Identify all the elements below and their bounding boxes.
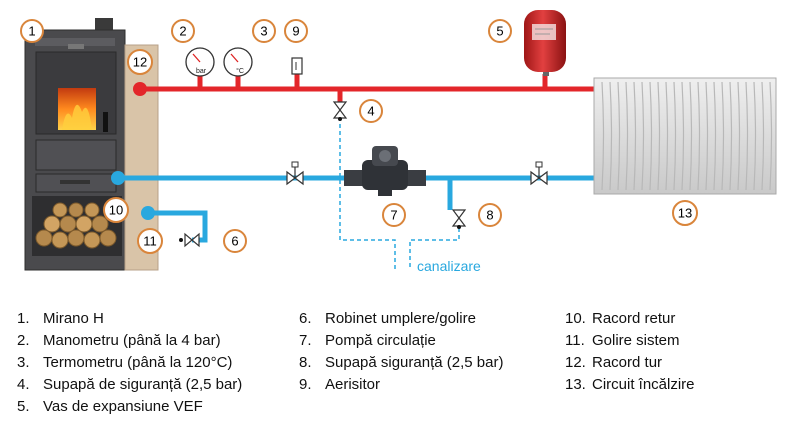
radiator-fin (617, 81, 621, 191)
radiator-fin (633, 81, 637, 191)
radiator-fin (689, 81, 693, 191)
firewood-pile (35, 202, 117, 249)
legend-item: 11.Golire sistem (565, 332, 680, 349)
radiator-fin (745, 81, 749, 191)
drain-connection-dot (141, 206, 155, 220)
badge-9: 9 (284, 19, 308, 43)
badge-5: 5 (488, 19, 512, 43)
svg-text:13: 13 (678, 206, 692, 221)
svg-text:5: 5 (496, 24, 503, 39)
badge-6: 6 (223, 229, 247, 253)
pressure-gauge: bar (185, 47, 215, 77)
legend-item: 6.Robinet umplere/golire (299, 310, 476, 327)
radiator-fin (729, 81, 733, 191)
radiator-fin (625, 81, 629, 191)
badge-8: 8 (478, 203, 502, 227)
drain-lines (339, 117, 460, 270)
badge-10: 10 (103, 197, 129, 223)
radiator (593, 77, 777, 195)
badge-4: 4 (359, 99, 383, 123)
badge-12: 12 (127, 49, 153, 75)
number-badges: 1 2 3 9 5 12 4 10 11 6 7 8 13 (20, 19, 698, 254)
badge-3: 3 (252, 19, 276, 43)
legend-item: 5.Vas de expansiune VEF (17, 398, 203, 415)
svg-text:°C: °C (236, 67, 244, 75)
badge-1: 1 (20, 19, 44, 43)
safety-valve-8 (451, 209, 467, 229)
drain-label: canalizare (417, 258, 481, 274)
legend-item: 8.Supapă siguranță (2,5 bar) (299, 354, 504, 371)
legend-item: 3.Termometru (până la 120°C) (17, 354, 233, 371)
legend-column-3: 10.Racord retur 11.Golire sistem 12.Raco… (565, 308, 695, 396)
supply-connection-dot (133, 82, 147, 96)
radiator-fin (601, 81, 605, 191)
fill-drain-valve-6 (179, 232, 200, 248)
radiator-fin (609, 81, 613, 191)
radiator-fin (673, 81, 677, 191)
radiator-fin (721, 81, 725, 191)
svg-text:12: 12 (133, 55, 147, 70)
radiator-fin (761, 81, 765, 191)
radiator-fin (753, 81, 757, 191)
radiator-fin (737, 81, 741, 191)
return-pipe (118, 175, 600, 243)
legend-column-1: 1.Mirano H 2.Manometru (până la 4 bar) 3… (17, 308, 242, 418)
radiator-fin (681, 81, 685, 191)
return-connection-dot (111, 171, 125, 185)
expansion-vessel (524, 10, 566, 76)
badge-2: 2 (171, 19, 195, 43)
svg-text:2: 2 (179, 24, 186, 39)
svg-text:3: 3 (260, 24, 267, 39)
svg-text:1: 1 (28, 24, 35, 39)
svg-text:bar: bar (196, 68, 207, 75)
heating-diagram: canalizare bar °C (20, 10, 777, 274)
badge-7: 7 (382, 203, 406, 227)
legend-item: 10.Racord retur (565, 310, 676, 327)
svg-text:6: 6 (231, 234, 238, 249)
svg-text:8: 8 (486, 208, 493, 223)
radiator-fin (697, 81, 701, 191)
supply-pipe (140, 74, 600, 102)
thermometer-gauge: °C (223, 47, 253, 77)
stove-mirano-h (24, 18, 159, 271)
valve-left-return (286, 161, 304, 186)
legend-item: 1.Mirano H (17, 310, 104, 327)
legend-item: 4.Supapă de siguranță (2,5 bar) (17, 376, 243, 393)
radiator-fin (713, 81, 717, 191)
badge-13: 13 (672, 200, 698, 226)
radiator-fin (657, 81, 661, 191)
circulation-pump (344, 146, 426, 196)
svg-text:7: 7 (390, 208, 397, 223)
radiator-fin (665, 81, 669, 191)
badge-11: 11 (137, 228, 163, 254)
legend-item: 7.Pompă circulație (299, 332, 436, 349)
svg-text:11: 11 (143, 234, 157, 249)
air-vent (291, 57, 303, 75)
legend-item: 12.Racord tur (565, 354, 663, 371)
radiator-fin (769, 81, 773, 191)
legend-item: 2.Manometru (până la 4 bar) (17, 332, 221, 349)
radiator-fin (649, 81, 653, 191)
svg-text:10: 10 (109, 203, 123, 218)
valve-right-return (530, 161, 548, 186)
svg-text:9: 9 (292, 24, 299, 39)
legend-item: 13.Circuit încălzire (565, 376, 695, 393)
radiator-fin (705, 81, 709, 191)
legend: 1.Mirano H 2.Manometru (până la 4 bar) 3… (0, 308, 800, 425)
svg-text:4: 4 (367, 104, 374, 119)
legend-column-2: 6.Robinet umplere/golire 7.Pompă circula… (299, 308, 503, 396)
radiator-fin (641, 81, 645, 191)
legend-item: 9.Aerisitor (299, 376, 381, 393)
safety-valve-4 (332, 101, 348, 121)
